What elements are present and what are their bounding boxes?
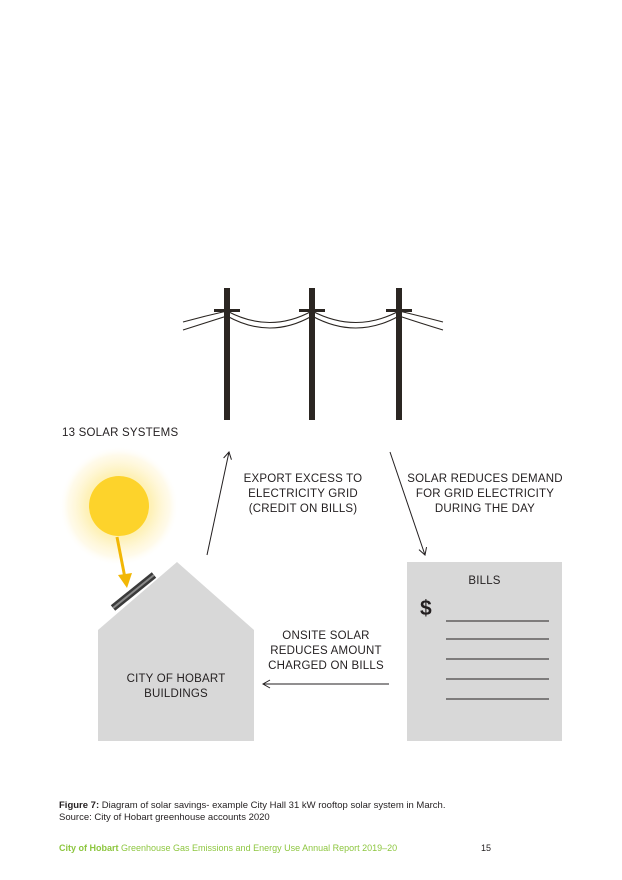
onsite-label: ONSITE SOLAR REDUCES AMOUNT CHARGED ON B… — [268, 630, 384, 672]
demand-label: SOLAR REDUCES DEMAND FOR GRID ELECTRICIT… — [407, 473, 563, 515]
export-arrow — [206, 451, 232, 556]
footer-report-title: Greenhouse Gas Emissions and Energy Use … — [118, 843, 398, 853]
footer-org: City of Hobart — [59, 843, 119, 853]
bills-title: BILLS — [468, 575, 501, 587]
dollar-sign: $ — [420, 597, 432, 620]
bill-document-icon — [407, 562, 562, 741]
power-pole-icon — [299, 288, 325, 420]
export-label: EXPORT EXCESS TO ELECTRICITY GRID (CREDI… — [243, 473, 363, 515]
figure-caption: Figure 7: Diagram of solar savings- exam… — [59, 800, 445, 824]
sun-ray-arrow — [115, 536, 132, 588]
page-number: 15 — [481, 843, 492, 853]
solar-panel-icon — [110, 572, 157, 611]
demand-arrow — [389, 451, 428, 556]
building-label: CITY OF HOBART BUILDINGS — [126, 673, 226, 700]
solar-systems-title: 13 SOLAR SYSTEMS — [62, 427, 179, 439]
figure-text: Diagram of solar savings- example City H… — [99, 800, 446, 811]
page-footer: City of Hobart Greenhouse Gas Emissions … — [59, 843, 397, 853]
sun-icon — [59, 446, 179, 566]
power-pole-icon — [214, 288, 240, 420]
figure-source: Source: City of Hobart greenhouse accoun… — [59, 812, 270, 823]
house-icon — [98, 562, 254, 741]
figure-label: Figure 7: — [59, 800, 100, 811]
power-pole-icon — [386, 288, 412, 420]
